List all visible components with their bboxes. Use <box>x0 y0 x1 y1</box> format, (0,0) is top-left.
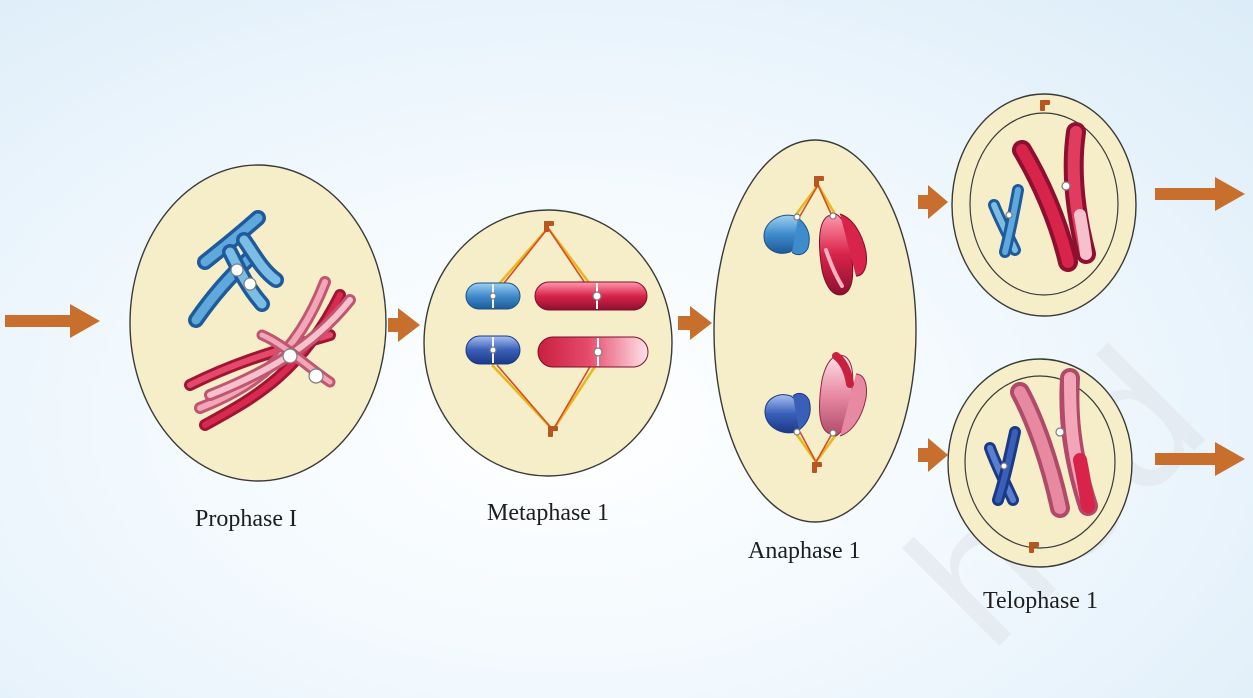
anaphase-label: Anaphase 1 <box>748 538 861 565</box>
red-chromosome <box>538 337 648 367</box>
red-chromosome <box>535 282 647 310</box>
prophase-label: Prophase I <box>195 506 297 533</box>
telophase-bottom-cell <box>948 359 1132 567</box>
anaphase-cell <box>714 140 916 522</box>
metaphase-label: Metaphase 1 <box>487 500 609 527</box>
blue-chromosome <box>466 336 520 364</box>
right-arrow-icon <box>1155 177 1245 211</box>
right-arrow-icon <box>678 306 712 340</box>
telophase-label: Telophase 1 <box>983 588 1098 615</box>
prophase-cell <box>130 165 386 481</box>
blue-chromosome <box>466 283 520 309</box>
right-arrow-icon <box>388 308 420 342</box>
right-arrow-icon <box>5 304 100 338</box>
right-arrow-icon <box>918 185 948 219</box>
telophase-top-cell <box>952 94 1136 316</box>
metaphase-cell <box>424 210 672 476</box>
